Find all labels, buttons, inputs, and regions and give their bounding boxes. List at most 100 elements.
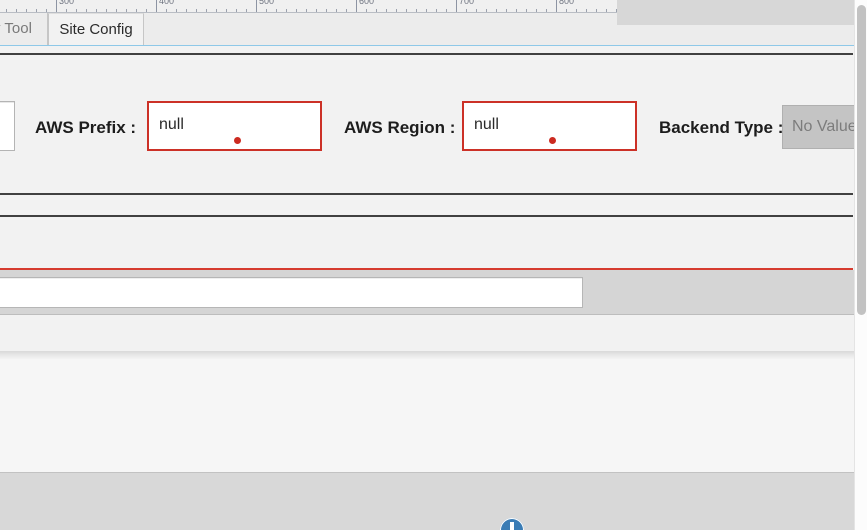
ruler-label: 700 bbox=[459, 0, 475, 6]
ruler-tick-minor bbox=[476, 9, 477, 13]
ruler-tick-major bbox=[356, 0, 357, 13]
ruler-tick-minor bbox=[376, 9, 377, 13]
vertical-scrollbar-thumb[interactable] bbox=[857, 5, 866, 315]
ruler-tick-minor bbox=[266, 9, 267, 13]
info-glyph bbox=[510, 522, 514, 530]
ruler-tick-minor bbox=[16, 9, 17, 13]
ruler-right-padding bbox=[617, 0, 867, 25]
ruler-tick-minor bbox=[86, 9, 87, 13]
ruler-tick-major bbox=[256, 0, 257, 13]
divider-middle-lower bbox=[0, 215, 853, 217]
ruler-tick-minor bbox=[616, 9, 617, 13]
backend-type-value: No Value bbox=[792, 118, 857, 135]
ruler-tick-minor bbox=[236, 9, 237, 13]
ruler-tick-minor bbox=[526, 9, 527, 13]
ruler-tick-minor bbox=[116, 9, 117, 13]
content-panel: AWS Prefix : null AWS Region : null Back… bbox=[0, 46, 867, 530]
ruler-tick-minor bbox=[136, 9, 137, 13]
ruler-tick-minor bbox=[186, 9, 187, 13]
config-form-row: AWS Prefix : null AWS Region : null Back… bbox=[0, 101, 867, 159]
ruler-tick-minor bbox=[396, 9, 397, 13]
band-separator bbox=[0, 314, 867, 315]
ruler-tick-minor bbox=[486, 9, 487, 13]
ruler-label: 400 bbox=[159, 0, 175, 6]
aws-region-value: null bbox=[474, 116, 499, 133]
status-bar bbox=[0, 472, 867, 530]
ruler-tick-minor bbox=[416, 9, 417, 13]
aws-prefix-error-dot-icon bbox=[234, 137, 241, 144]
ruler-label: 300 bbox=[59, 0, 75, 6]
ruler-tick-minor bbox=[286, 9, 287, 13]
panel-shadow bbox=[0, 351, 867, 359]
ruler-tick-minor bbox=[426, 9, 427, 13]
aws-prefix-label: AWS Prefix : bbox=[35, 118, 137, 137]
ruler-tick-minor bbox=[246, 9, 247, 13]
ruler-tick-minor bbox=[466, 9, 467, 13]
ruler-tick-minor bbox=[226, 9, 227, 13]
ruler-label: 600 bbox=[359, 0, 375, 6]
divider-top bbox=[0, 53, 853, 55]
ruler-tick-minor bbox=[276, 9, 277, 13]
ruler-tick-minor bbox=[566, 9, 567, 13]
info-circle-icon[interactable] bbox=[500, 518, 524, 530]
ruler-tick-minor bbox=[46, 9, 47, 13]
panel-spacer bbox=[0, 315, 867, 351]
tab-strip: y Tool Site Config bbox=[0, 13, 617, 46]
ruler-tick-minor bbox=[596, 9, 597, 13]
ruler-tick-minor bbox=[216, 9, 217, 13]
tab-site-config[interactable]: Site Config bbox=[48, 13, 144, 45]
ruler-tick-minor bbox=[316, 9, 317, 13]
search-input[interactable] bbox=[0, 277, 583, 308]
ruler-baseline bbox=[0, 12, 617, 13]
ruler-tick-minor bbox=[196, 9, 197, 13]
ruler-tick-minor bbox=[506, 9, 507, 13]
divider-middle-upper bbox=[0, 193, 853, 195]
ruler-tick-minor bbox=[496, 9, 497, 13]
ruler-tick-minor bbox=[166, 9, 167, 13]
ruler-tick-minor bbox=[446, 9, 447, 13]
ruler-tick-minor bbox=[346, 9, 347, 13]
ruler-tick-minor bbox=[126, 9, 127, 13]
ruler-tick-minor bbox=[146, 9, 147, 13]
ruler-tick-minor bbox=[366, 9, 367, 13]
ruler-tick-minor bbox=[326, 9, 327, 13]
ruler-tick-major bbox=[456, 0, 457, 13]
ruler-tick-minor bbox=[66, 9, 67, 13]
ruler-tick-minor bbox=[6, 9, 7, 13]
ruler-tick-major bbox=[56, 0, 57, 13]
tab-strip-padding bbox=[617, 25, 867, 46]
aws-prefix-input[interactable]: null bbox=[147, 101, 322, 151]
tab-y-tool[interactable]: y Tool bbox=[0, 13, 48, 45]
divider-error-red bbox=[0, 268, 853, 270]
ruler-tick-minor bbox=[516, 9, 517, 13]
ruler-tick-minor bbox=[536, 9, 537, 13]
ruler-label: 500 bbox=[259, 0, 275, 6]
ruler-tick-minor bbox=[386, 9, 387, 13]
ruler-tick-minor bbox=[586, 9, 587, 13]
tab-y-tool-label: y Tool bbox=[0, 20, 32, 37]
ruler-tick-minor bbox=[26, 9, 27, 13]
ruler-tick-minor bbox=[96, 9, 97, 13]
ruler-label: 800 bbox=[559, 0, 575, 6]
aws-region-input[interactable]: null bbox=[462, 101, 637, 151]
ruler-tick-minor bbox=[106, 9, 107, 13]
ruler-tick-minor bbox=[406, 9, 407, 13]
ruler-tick-minor bbox=[206, 9, 207, 13]
vertical-scrollbar[interactable] bbox=[854, 0, 867, 530]
aws-prefix-value: null bbox=[159, 116, 184, 133]
ruler-tick-minor bbox=[176, 9, 177, 13]
ruler-tick-minor bbox=[576, 9, 577, 13]
clipped-textbox-left[interactable] bbox=[0, 101, 15, 151]
backend-type-label: Backend Type : bbox=[659, 118, 784, 137]
ruler-tick-major bbox=[556, 0, 557, 13]
ruler-tick-minor bbox=[76, 9, 77, 13]
ruler-tick-major bbox=[156, 0, 157, 13]
ruler-tick-minor bbox=[606, 9, 607, 13]
ruler-tick-minor bbox=[296, 9, 297, 13]
aws-region-error-dot-icon bbox=[549, 137, 556, 144]
ruler-tick-minor bbox=[436, 9, 437, 13]
backend-type-dropdown[interactable]: No Value bbox=[782, 105, 867, 149]
ruler-tick-minor bbox=[306, 9, 307, 13]
ruler-tick-minor bbox=[336, 9, 337, 13]
